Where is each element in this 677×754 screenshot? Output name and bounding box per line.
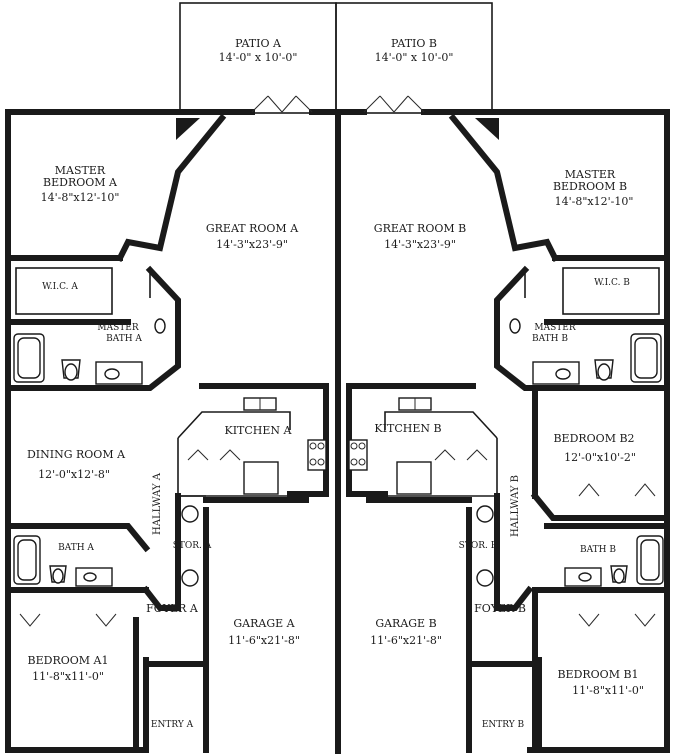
- wic-a-name: W.I.C. A: [42, 282, 78, 292]
- hallway-b-name: HALLWAY B: [510, 475, 521, 537]
- bedroom-b2-dims: 12'-0"x10'-2": [564, 451, 636, 464]
- hallway-a-name: HALLWAY A: [152, 472, 163, 535]
- great-room-b-name: GREAT ROOM B: [374, 222, 466, 235]
- bath-a-name: BATH A: [58, 543, 94, 553]
- exterior-walls: [5, 109, 670, 754]
- great-room-b-dims: 14'-3"x23'-9": [384, 238, 456, 251]
- fixtures-b: [348, 318, 664, 627]
- bath-b-name: BATH B: [580, 545, 616, 555]
- master-bedroom-b-name-1: MASTER: [565, 168, 616, 181]
- unit-b-walls: [346, 113, 670, 753]
- bedroom-b1-dims: 11'-8"x11'-0": [572, 684, 644, 697]
- wic-b-name: W.I.C. B: [594, 278, 630, 288]
- patio-a: PATIO A 14'-0" x 10'-0": [179, 2, 337, 114]
- patio-b-name: PATIO B: [391, 37, 437, 50]
- entry-a-name: ENTRY A: [151, 720, 194, 730]
- garage-a-name: GARAGE A: [233, 617, 295, 630]
- master-bedroom-b-name-2: BEDROOM B: [553, 180, 627, 193]
- stor-b-name: STOR. B: [459, 541, 498, 551]
- master-bath-b-name-2: BATH B: [532, 334, 568, 344]
- patio-a-dims: 14'-0" x 10'-0": [219, 51, 298, 64]
- patio-door-a: [251, 95, 313, 113]
- master-bath-a-name-1: MASTER: [97, 323, 138, 333]
- labels-unit-a: MASTER BEDROOM A 14'-8"x12'-10" GREAT RO…: [27, 164, 300, 730]
- great-room-a-dims: 14'-3"x23'-9": [216, 238, 288, 251]
- bedroom-b2-name: BEDROOM B2: [553, 432, 634, 445]
- entry-b-name: ENTRY B: [482, 720, 525, 730]
- garage-b-dims: 11'-6"x21'-8": [370, 634, 442, 647]
- kitchen-a-name: KITCHEN A: [224, 424, 292, 437]
- bedroom-a1-name: BEDROOM A1: [28, 654, 109, 667]
- patio-b: PATIO B 14'-0" x 10'-0": [335, 2, 493, 114]
- bedroom-a1-dims: 11'-8"x11'-0": [32, 670, 104, 683]
- patio-a-name: PATIO A: [235, 37, 282, 50]
- master-bedroom-a-name-1: MASTER: [55, 164, 106, 177]
- garage-a-dims: 11'-6"x21'-8": [228, 634, 300, 647]
- stor-a-name: STOR. A: [173, 541, 212, 551]
- master-bedroom-a-name-2: BEDROOM A: [43, 176, 118, 189]
- garage-b-name: GARAGE B: [375, 617, 436, 630]
- foyer-a-name: FOYER A: [146, 602, 199, 615]
- bedroom-b1-name: BEDROOM B1: [557, 668, 638, 681]
- master-bath-b-name-1: MASTER: [534, 323, 575, 333]
- master-bedroom-b-dims: 14'-8"x12'-10": [555, 195, 634, 208]
- fixtures-a: [13, 318, 327, 627]
- patio-b-dims: 14'-0" x 10'-0": [375, 51, 454, 64]
- master-bedroom-a-dims: 14'-8"x12'-10": [41, 191, 120, 204]
- patio-door-b: [363, 95, 425, 113]
- foyer-b-name: FOYER B: [474, 602, 526, 615]
- kitchen-b-name: KITCHEN B: [374, 422, 441, 435]
- labels-unit-b: MASTER BEDROOM B 14'-8"x12'-10" GREAT RO…: [370, 168, 644, 730]
- master-bath-a-name-2: BATH A: [106, 334, 142, 344]
- unit-a-walls: [5, 113, 329, 753]
- great-room-a-name: GREAT ROOM A: [206, 222, 299, 235]
- dining-room-a-name: DINING ROOM A: [27, 448, 126, 461]
- dining-room-a-dims: 12'-0"x12'-8": [38, 468, 110, 481]
